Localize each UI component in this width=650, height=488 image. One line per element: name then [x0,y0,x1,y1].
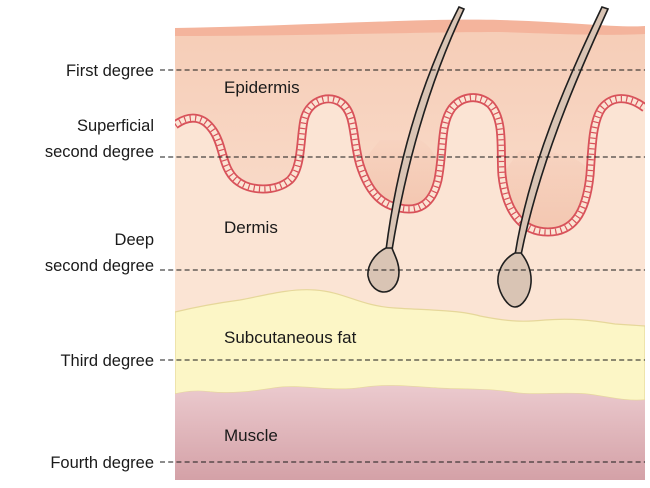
epidermis-label: Epidermis [224,78,300,97]
subcutaneous-fat-label: Subcutaneous fat [224,328,357,347]
first-degree-label: First degree [66,62,154,80]
hair-bulb-2 [497,252,532,308]
dermis-label: Dermis [224,218,278,237]
superficial-second-degree-label-line2: second degree [45,143,154,161]
skin-surface [175,19,645,36]
basement-membrane-dividers [175,95,645,235]
muscle-label: Muscle [224,426,278,445]
fourth-degree-label: Fourth degree [50,454,154,472]
hair-follicle-2 [497,6,610,308]
third-degree-label: Third degree [60,352,154,370]
deep-second-degree-label-line1: Deep [115,231,154,249]
muscle-layer [175,385,645,480]
deep-second-degree-label-line2: second degree [45,257,154,275]
superficial-second-degree-label-line1: Superficial [77,117,154,135]
